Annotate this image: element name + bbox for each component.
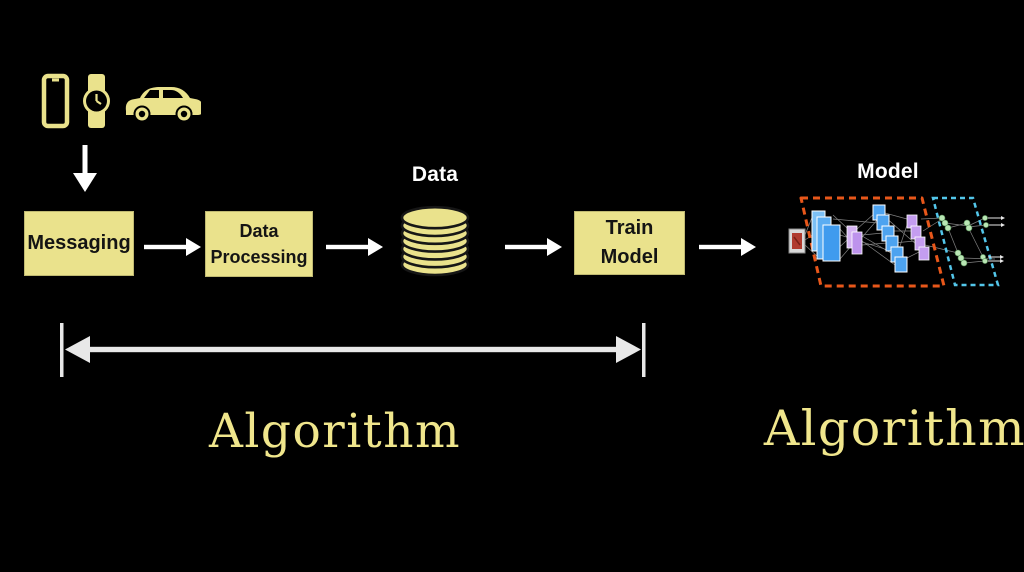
output-arrows <box>988 216 1005 263</box>
messaging-to-processing-arrow <box>144 236 202 258</box>
device-icons-group <box>41 73 201 129</box>
data-label: Data <box>411 163 459 186</box>
dense-nodes <box>938 214 989 267</box>
train-model-box: Train Model <box>574 211 685 275</box>
data-to-train-arrow <box>505 236 563 258</box>
cnn-region-outline <box>799 196 946 288</box>
model-figure <box>785 185 1015 295</box>
database-icon <box>398 204 472 277</box>
database-stack-icon <box>400 205 470 277</box>
algorithm-caption-left: Algorithm <box>208 404 462 459</box>
train-to-model-arrow <box>699 236 757 258</box>
algorithm-caption-right: Algorithm <box>763 400 1024 457</box>
data-processing-label: Data Processing <box>210 220 308 267</box>
processing-to-data-arrow <box>326 236 384 258</box>
model-label: Model <box>857 160 919 183</box>
down-arrow-icon <box>73 145 97 192</box>
conv-layers <box>811 204 930 273</box>
double-arrow-icon <box>60 323 646 377</box>
right-arrow-icon <box>144 238 201 256</box>
neural-network-icon <box>788 196 1005 288</box>
dense-region-outline <box>931 196 1000 287</box>
train-model-label: Train Model <box>600 217 659 268</box>
right-arrow-icon <box>505 238 562 256</box>
smartphone-icon <box>41 73 70 129</box>
messaging-box: Messaging <box>24 211 134 276</box>
smartwatch-icon <box>83 74 110 128</box>
input-image-icon <box>788 228 806 254</box>
device-icons <box>41 73 201 129</box>
right-arrow-icon <box>326 238 383 256</box>
car-icon <box>125 87 201 123</box>
data-processing-box: Data Processing <box>205 211 313 277</box>
algorithm-span-arrow <box>38 320 648 380</box>
messaging-label: Messaging <box>27 232 131 254</box>
right-arrow-icon <box>699 238 756 256</box>
devices-to-messaging-arrow <box>72 145 98 193</box>
